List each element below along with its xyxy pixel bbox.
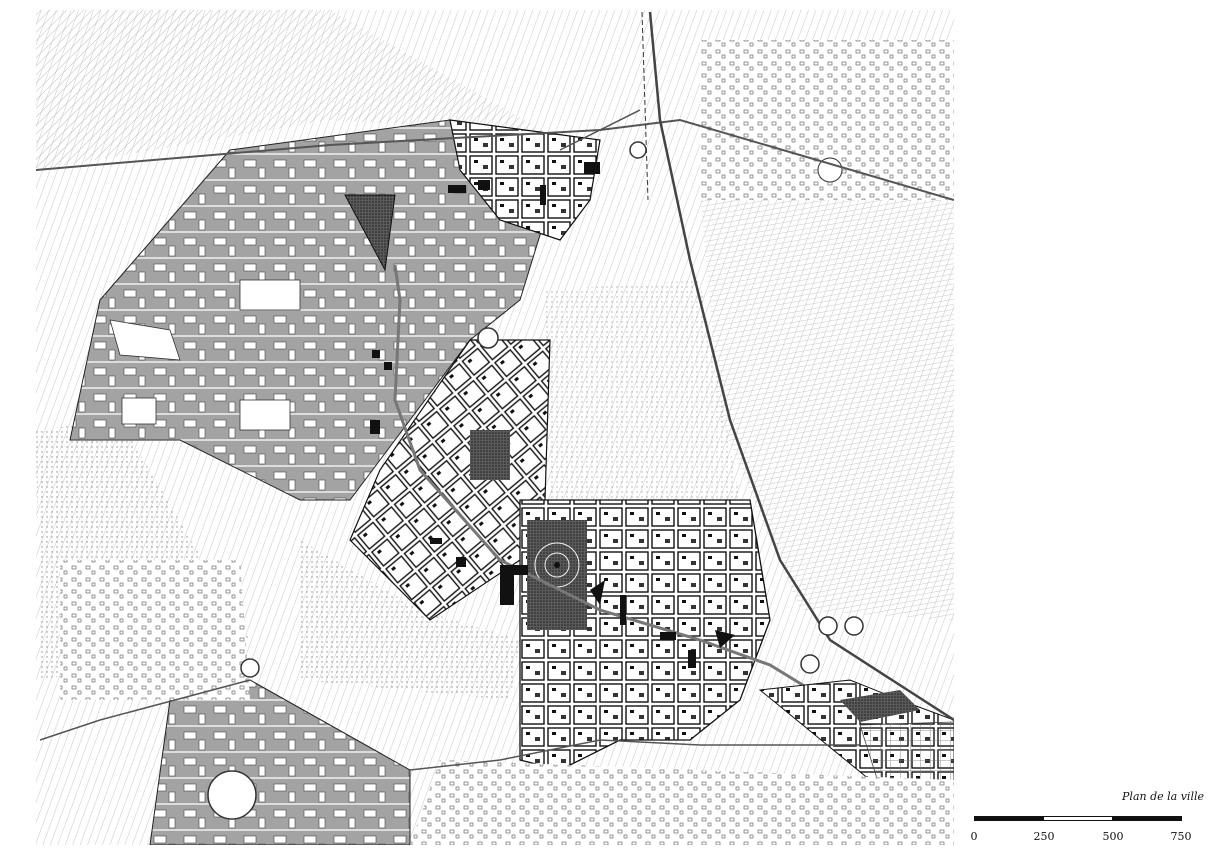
map-caption: Plan de la ville <box>1122 790 1204 803</box>
scale-tick-500: 500 <box>1102 830 1124 843</box>
campus-open-area <box>109 319 181 361</box>
scale-segment-dark <box>1112 816 1182 821</box>
landmark-buildings <box>370 162 735 668</box>
dark-triangle-park <box>344 194 396 272</box>
stadium-circle <box>207 770 257 820</box>
scale-segment-light <box>1043 816 1113 821</box>
roundabout <box>629 141 647 159</box>
suburb-roundabout <box>817 157 843 183</box>
central-dotted-field <box>545 280 740 500</box>
square-park <box>470 430 510 480</box>
southwest-road <box>39 679 251 741</box>
roundabout <box>477 327 499 349</box>
eastern-highway <box>648 11 954 722</box>
north-urban-blocks <box>449 119 601 241</box>
grid-plots <box>859 721 954 791</box>
campus-building <box>121 397 157 425</box>
circular-park <box>527 520 587 630</box>
scale-bar: 0 250 500 750 <box>970 816 1200 856</box>
south-dotted-field <box>300 540 520 700</box>
main-boulevard <box>393 264 861 722</box>
roundabout <box>240 658 260 678</box>
north-farmland <box>36 10 560 170</box>
scale-tick-250: 250 <box>1033 830 1055 843</box>
campus-district <box>69 119 561 501</box>
diagonal-quarter <box>349 339 551 621</box>
scale-segment-dark <box>974 816 1044 821</box>
roundabout <box>818 616 838 636</box>
scale-tick-0: 0 <box>970 830 978 843</box>
connector-road <box>559 109 641 151</box>
roundabout <box>844 616 864 636</box>
southeast-park <box>840 690 920 722</box>
roundabout <box>800 654 820 674</box>
campus-building <box>239 399 291 431</box>
campus-building <box>239 279 301 311</box>
park-center <box>554 562 560 568</box>
south-suburb <box>410 760 954 845</box>
boundary-line <box>641 11 649 201</box>
park-circle-inner <box>544 552 570 578</box>
west-suburb <box>60 560 250 700</box>
southern-road <box>409 739 860 771</box>
scale-tick-750: 750 <box>1170 830 1192 843</box>
northeast-suburb <box>700 40 954 200</box>
